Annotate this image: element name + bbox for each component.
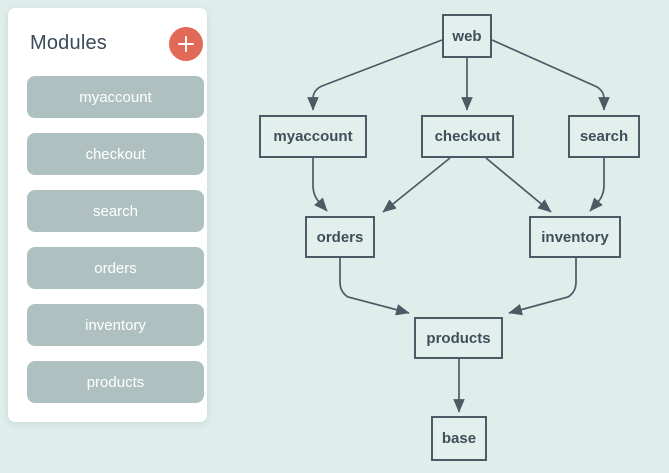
page-title: Modules [30, 32, 107, 54]
module-item-products[interactable]: products [27, 361, 204, 403]
graph-node-orders[interactable]: orders [305, 216, 375, 258]
edge-web-myaccount [307, 39, 443, 111]
module-item-checkout[interactable]: checkout [27, 133, 204, 175]
graph-node-products[interactable]: products [414, 317, 503, 359]
module-list: myaccount checkout search orders invento… [27, 76, 204, 418]
module-item-orders[interactable]: orders [27, 247, 204, 289]
add-module-button[interactable] [169, 27, 203, 61]
graph-node-myaccount[interactable]: myaccount [259, 115, 367, 158]
edge-orders-products [339, 258, 410, 316]
module-item-inventory[interactable]: inventory [27, 304, 204, 346]
graph-node-inventory[interactable]: inventory [529, 216, 621, 258]
edge-checkout-orders [382, 157, 451, 213]
module-item-myaccount[interactable]: myaccount [27, 76, 204, 118]
edge-inventory-products [508, 258, 577, 316]
edge-search-inventory [589, 158, 605, 212]
edge-myaccount-orders [312, 158, 328, 212]
modules-panel: Modules myaccount checkout search orders… [8, 8, 207, 422]
plus-icon-stroke [185, 36, 187, 52]
edge-web-search [491, 39, 610, 111]
graph-node-base[interactable]: base [431, 416, 487, 461]
module-item-search[interactable]: search [27, 190, 204, 232]
graph-node-web[interactable]: web [442, 14, 492, 58]
graph-node-search[interactable]: search [568, 115, 640, 158]
graph-node-checkout[interactable]: checkout [421, 115, 514, 158]
panel-header: Modules [8, 8, 207, 70]
edge-checkout-inventory [485, 157, 552, 213]
